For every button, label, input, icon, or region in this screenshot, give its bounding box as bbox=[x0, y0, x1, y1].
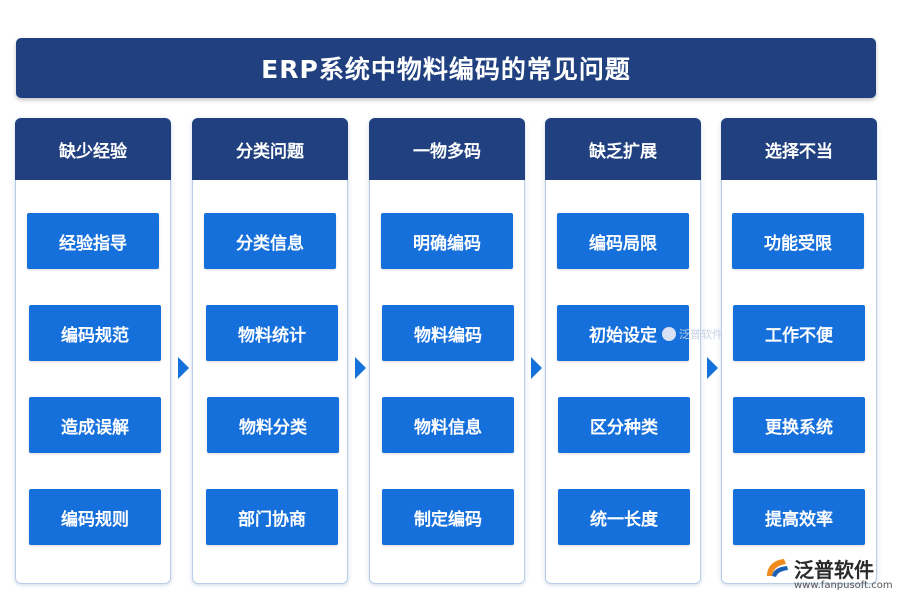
item-label: 物料分类 bbox=[239, 417, 307, 438]
item-label: 物料统计 bbox=[238, 325, 306, 346]
item-box: 物料统计 bbox=[206, 305, 338, 361]
item-label: 经验指导 bbox=[59, 233, 127, 254]
column-1: 缺少经验 经验指导 编码规范 造成误解 编码规则 bbox=[15, 118, 171, 584]
watermark-logo-icon bbox=[662, 327, 676, 341]
column-header-label: 缺少经验 bbox=[59, 141, 127, 162]
item-label: 编码规范 bbox=[61, 325, 129, 346]
item-label: 初始设定 bbox=[589, 325, 657, 346]
arrow-right-icon bbox=[531, 357, 542, 379]
column-3: 一物多码 明确编码 物料编码 物料信息 制定编码 bbox=[369, 118, 525, 584]
item-label: 造成误解 bbox=[61, 417, 129, 438]
item-label: 制定编码 bbox=[414, 509, 482, 530]
item-label: 功能受限 bbox=[764, 233, 832, 254]
diagram-title-bar: ERP系统中物料编码的常见问题 bbox=[16, 38, 876, 98]
column-header-label: 缺乏扩展 bbox=[589, 141, 657, 162]
item-label: 更换系统 bbox=[765, 417, 833, 438]
item-box: 区分种类 bbox=[558, 397, 690, 453]
column-2: 分类问题 分类信息 物料统计 物料分类 部门协商 bbox=[192, 118, 348, 584]
brand-logo: 泛普软件 www.fanpusoft.com bbox=[760, 552, 896, 596]
item-box: 分类信息 bbox=[204, 213, 336, 269]
item-box: 工作不便 bbox=[733, 305, 865, 361]
item-box: 物料信息 bbox=[382, 397, 514, 453]
item-box: 部门协商 bbox=[206, 489, 338, 545]
brand-url: www.fanpusoft.com bbox=[794, 580, 893, 591]
item-label: 编码局限 bbox=[589, 233, 657, 254]
item-label: 明确编码 bbox=[413, 233, 481, 254]
item-label: 物料编码 bbox=[414, 325, 482, 346]
arrow-right-icon bbox=[178, 357, 189, 379]
item-box: 编码规则 bbox=[29, 489, 161, 545]
column-5: 选择不当 功能受限 工作不便 更换系统 提高效率 bbox=[721, 118, 877, 584]
item-box: 功能受限 bbox=[732, 213, 864, 269]
column-header-label: 分类问题 bbox=[236, 141, 304, 162]
item-label: 部门协商 bbox=[238, 509, 306, 530]
item-box: 提高效率 bbox=[733, 489, 865, 545]
item-box: 造成误解 bbox=[29, 397, 161, 453]
column-header: 选择不当 bbox=[721, 118, 877, 180]
column-header: 缺乏扩展 bbox=[545, 118, 701, 180]
item-box: 更换系统 bbox=[733, 397, 865, 453]
item-label: 物料信息 bbox=[414, 417, 482, 438]
arrow-right-icon bbox=[707, 357, 718, 379]
column-header: 一物多码 bbox=[369, 118, 525, 180]
column-4: 缺乏扩展 编码局限 初始设定 区分种类 统一长度 bbox=[545, 118, 701, 584]
item-box: 物料编码 bbox=[382, 305, 514, 361]
brand-name: 泛普软件 bbox=[794, 558, 874, 582]
item-box: 物料分类 bbox=[207, 397, 339, 453]
item-label: 统一长度 bbox=[590, 509, 658, 530]
item-label: 编码规则 bbox=[61, 509, 129, 530]
item-label: 工作不便 bbox=[765, 325, 833, 346]
watermark: 泛普软件 bbox=[662, 326, 723, 342]
column-header-label: 一物多码 bbox=[413, 141, 481, 162]
watermark-text: 泛普软件 bbox=[679, 328, 723, 341]
column-header-label: 选择不当 bbox=[765, 141, 833, 162]
item-label: 区分种类 bbox=[590, 417, 658, 438]
item-box: 编码局限 bbox=[557, 213, 689, 269]
item-box: 编码规范 bbox=[29, 305, 161, 361]
column-header: 分类问题 bbox=[192, 118, 348, 180]
diagram-title: ERP系统中物料编码的常见问题 bbox=[261, 55, 631, 84]
column-header: 缺少经验 bbox=[15, 118, 171, 180]
item-label: 提高效率 bbox=[765, 509, 833, 530]
item-box: 经验指导 bbox=[27, 213, 159, 269]
item-box: 明确编码 bbox=[381, 213, 513, 269]
arrow-right-icon bbox=[355, 357, 366, 379]
item-label: 分类信息 bbox=[236, 233, 304, 254]
item-box: 制定编码 bbox=[382, 489, 514, 545]
brand-mark-icon bbox=[767, 559, 788, 577]
item-box: 统一长度 bbox=[558, 489, 690, 545]
